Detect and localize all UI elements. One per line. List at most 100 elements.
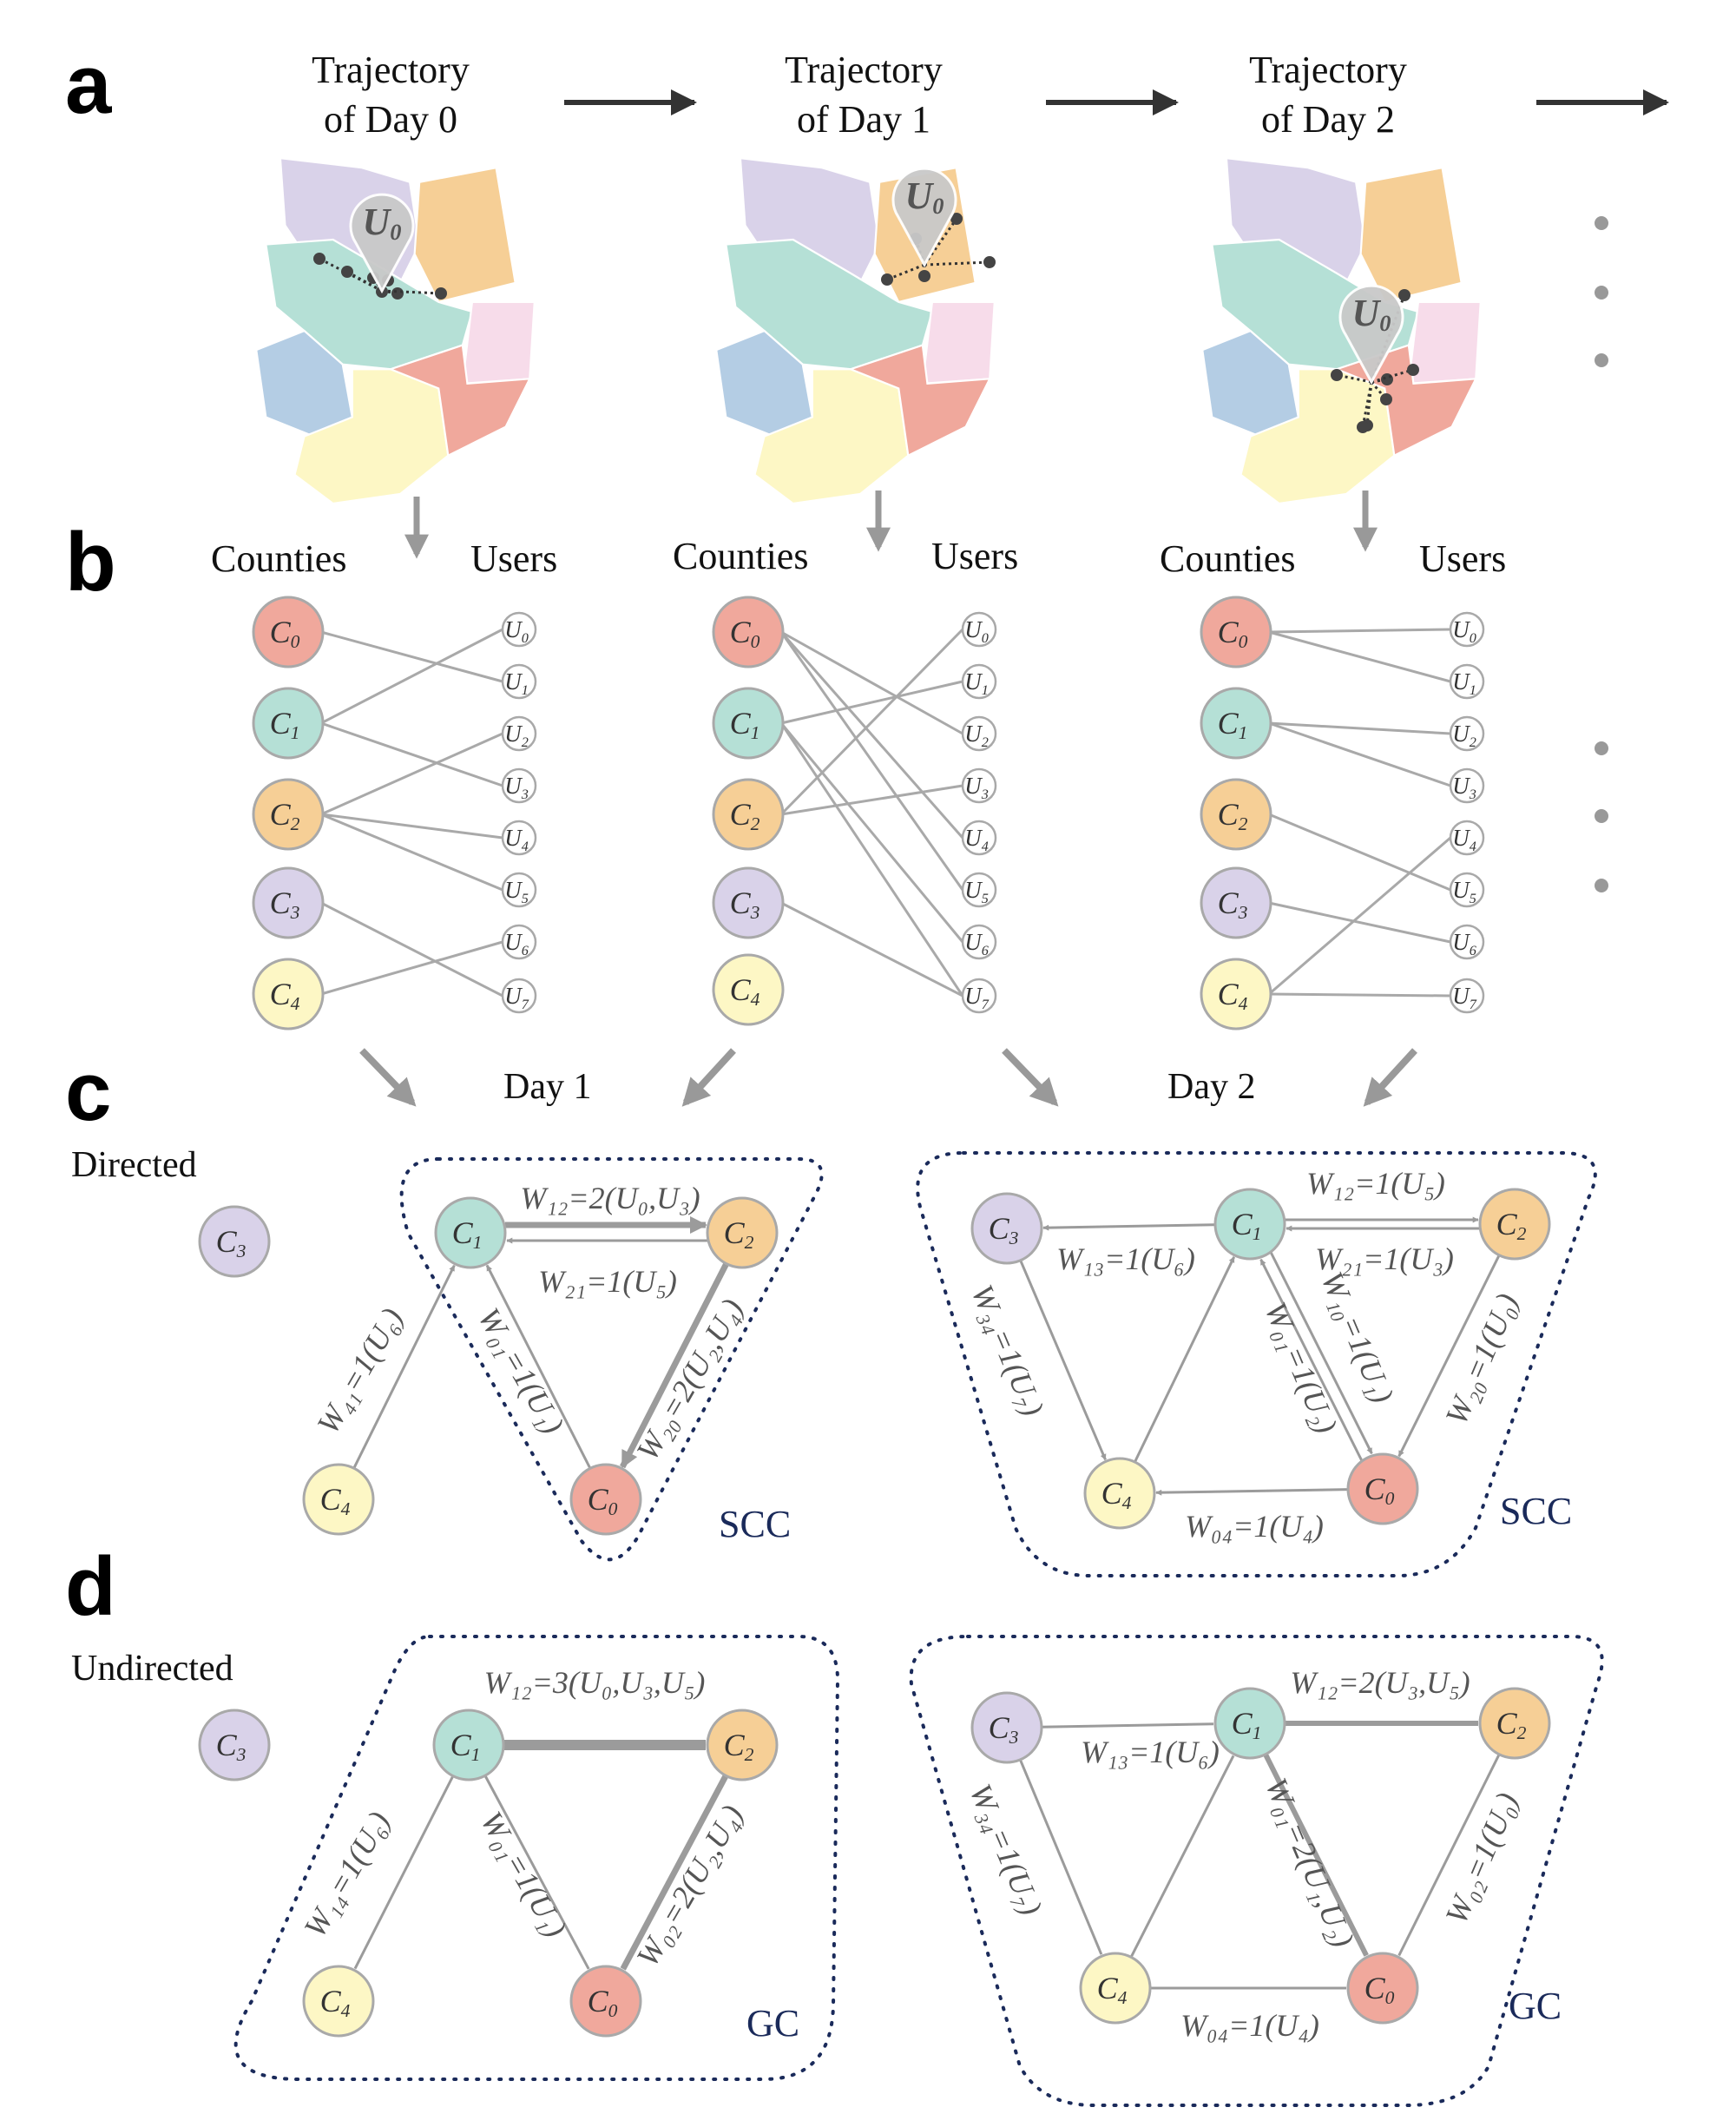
bipartite-link (1268, 992, 1451, 998)
county-map-day0: U0 (255, 156, 536, 504)
county-node-c0 (569, 1463, 642, 1536)
county-node (712, 953, 785, 1026)
continuation-dots-b (1595, 741, 1608, 892)
bipartite-link (320, 901, 503, 998)
undirected-label: Undirected (71, 1649, 233, 1689)
network-edge (1263, 1753, 1369, 1957)
user-location-pin-icon: U0 (891, 167, 957, 268)
county-node-label: C2 (270, 797, 300, 834)
day2-title-line2: of Day 2 (1261, 98, 1395, 141)
user-node-label: U2 (504, 721, 529, 750)
trajectory-point (918, 270, 930, 282)
user-node (1449, 872, 1485, 908)
pin-label: U0 (363, 201, 402, 245)
bipartite-link (1268, 721, 1451, 787)
user-node (501, 978, 537, 1014)
trajectory-point (1331, 369, 1343, 381)
user-node-label: U0 (504, 616, 529, 646)
edge-weight-label: W₀₄=1(U₄) (1180, 2008, 1319, 2043)
edge-weight-label: W₁₃=1(U₆) (1056, 1241, 1195, 1276)
bipartite-graphs: C0C1C2C3C4U0U1U2U3U4U5U6U7C0C1C2C3C4U0U1… (252, 596, 1485, 1031)
users-header-day2: Users (1419, 537, 1506, 580)
map-to-bipartite-arrows (404, 491, 1378, 559)
trajectory-segment (924, 260, 990, 267)
network-edge (352, 1264, 456, 1469)
day1-title-line1: Trajectory (785, 49, 943, 91)
user-node-label: U7 (964, 983, 990, 1012)
network-edge (1019, 1759, 1103, 1955)
day2-label: Day 2 (1167, 1067, 1255, 1107)
bipartite-link (320, 732, 503, 816)
county-node-label: C3 (1218, 886, 1248, 923)
bipartite-link (320, 813, 503, 840)
county-node (252, 866, 325, 939)
county-node-label: C4 (1101, 1476, 1132, 1513)
network-edge (1042, 1223, 1216, 1231)
county-node-label: C0 (588, 1984, 618, 2021)
trajectory-point (1381, 373, 1393, 385)
bipartite-link (1268, 628, 1451, 634)
user-node (961, 820, 997, 856)
network-edges (352, 1216, 1501, 1990)
county-node (712, 866, 785, 939)
bipartite-link (779, 628, 964, 816)
county-node-label: C3 (216, 1224, 247, 1261)
user-node (1449, 767, 1485, 804)
trajectory-point (435, 287, 447, 300)
county-node-c2 (1478, 1687, 1551, 1760)
trajectory-point (1407, 364, 1419, 376)
user-node-label: U6 (504, 929, 529, 958)
directed-label: Directed (71, 1145, 197, 1185)
edge-weight-label: W₂₀=1(U₀) (1438, 1288, 1524, 1430)
county-node-label: C3 (989, 1710, 1019, 1748)
trajectory-point (391, 287, 404, 300)
county-node-c0 (569, 1965, 642, 2038)
user-node-label: U2 (1452, 721, 1476, 750)
county-node (1200, 866, 1272, 939)
edge-weight-label: W₂₁=1(U₃) (1315, 1241, 1454, 1276)
bipartite-to-network-arrows (359, 1048, 1417, 1107)
user-node-label: U6 (1452, 929, 1477, 958)
gc-boundary-day2 (909, 1635, 1604, 2107)
bipartite-link (1268, 721, 1451, 735)
county-node-c4 (1083, 1457, 1156, 1530)
county-node-c0 (1346, 1952, 1419, 2025)
edge-weight-label: W₁₂=1(U₅) (1306, 1166, 1445, 1201)
trajectory-point (313, 253, 326, 265)
day1-label: Day 1 (503, 1067, 591, 1107)
edge-weight-label: W₁₄=1(U₆) (297, 1806, 397, 1943)
county-node-label: C3 (270, 886, 300, 923)
edge-weight-label: W₀₁=1(U₁) (471, 1302, 571, 1439)
network-edge (1134, 1256, 1236, 1463)
network-edge (483, 1775, 590, 1970)
day0-title-line1: Trajectory (312, 49, 470, 91)
bipartite-link (320, 630, 503, 683)
trajectory-segment (1361, 381, 1373, 428)
user-node (501, 767, 537, 804)
bipartite-link (320, 940, 503, 996)
county-node-c3 (198, 1709, 271, 1781)
user-location-pin-icon: U0 (1338, 284, 1404, 385)
user-node-label: U0 (1452, 616, 1476, 646)
county-map-day1: U0 (715, 156, 996, 504)
county-node (252, 958, 325, 1031)
gc-label-day2: GC (1509, 1985, 1562, 2027)
user-node (961, 715, 997, 752)
county-node-label: C1 (1232, 1706, 1262, 1743)
user-node (1449, 611, 1485, 648)
gc-label-day1: GC (746, 2002, 799, 2045)
user-node-label: U3 (964, 773, 989, 802)
county-node-label: C1 (1232, 1207, 1262, 1244)
continuation-dots-a (1595, 216, 1608, 367)
county-node (712, 778, 785, 851)
user-node-label: U7 (504, 983, 529, 1012)
county-node (1200, 778, 1272, 851)
user-node-label: U5 (1452, 877, 1476, 906)
county-node-c4 (302, 1463, 375, 1536)
user-node-label: U4 (504, 825, 529, 854)
edge-weight-label: W₁₂=2(U₀,U₃) (520, 1181, 700, 1215)
bipartite-link (779, 631, 964, 839)
